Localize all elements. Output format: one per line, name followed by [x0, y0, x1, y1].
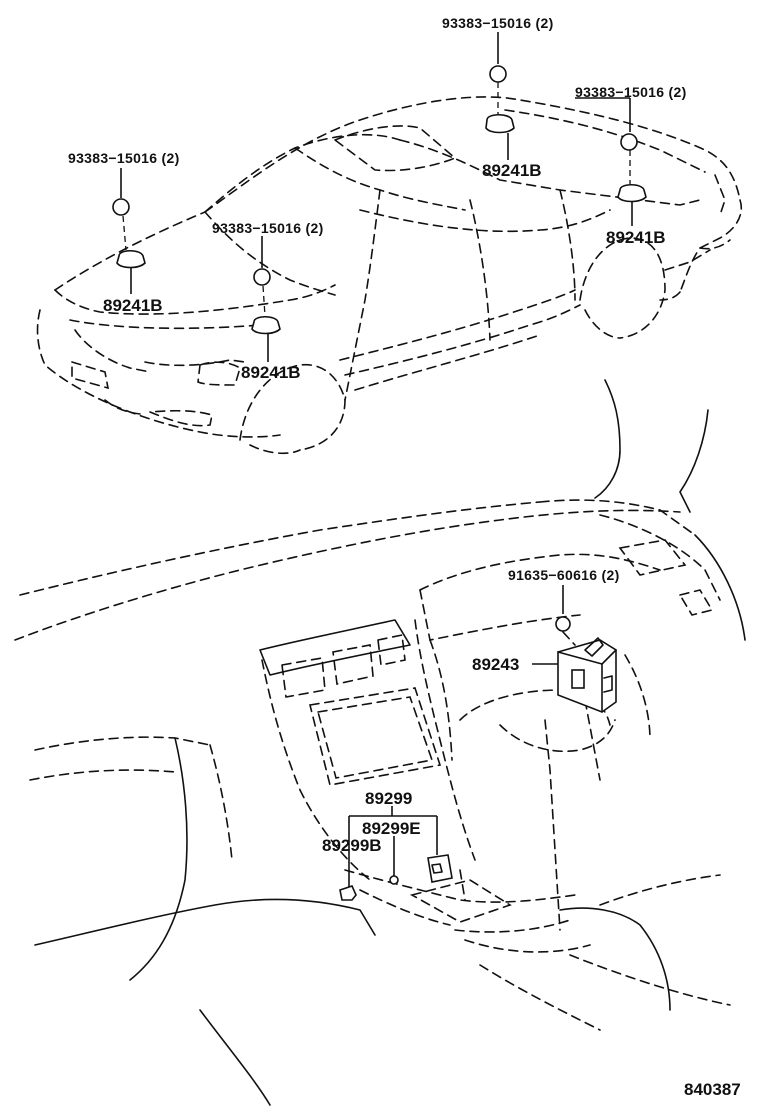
part-label-switch-b: 89299B [322, 836, 382, 855]
fastener-label-roof-right: 93383−15016 (2) [575, 84, 687, 100]
control-unit-icon [557, 637, 617, 713]
part-label-switch-e: 89299E [362, 819, 421, 838]
fastener-label-roof-center: 93383−15016 (2) [442, 15, 554, 31]
bolt-icon [620, 133, 638, 151]
sensor-icon [617, 183, 647, 203]
roof-center-assembly [497, 32, 509, 160]
fastener-label-console-bolt: 91635−60616 (2) [508, 567, 620, 583]
figure-number: 840387 [684, 1080, 741, 1099]
part-label-roof-right: 89241B [606, 228, 666, 247]
bolt-icon [489, 65, 507, 83]
part-label-switch-group: 89299 [365, 789, 413, 808]
hood-left-assembly [120, 168, 132, 294]
part-label-hood-left: 89241B [103, 296, 163, 315]
bolt-icon [253, 268, 271, 286]
switch-group-assembly [348, 806, 438, 888]
bolt-icon [112, 198, 130, 216]
switch-icon [427, 854, 453, 883]
sensor-icon [116, 249, 146, 269]
fastener-label-hood-center: 93383−15016 (2) [212, 220, 324, 236]
switch-icon [389, 875, 399, 885]
hood-center-assembly [261, 236, 269, 362]
bolt-icon [555, 616, 571, 632]
part-label-hood-center: 89241B [241, 363, 301, 382]
control-unit-assembly [532, 585, 576, 665]
dashboard-outline [14, 379, 746, 1106]
roof-right-assembly [575, 97, 633, 226]
sensor-icon [251, 315, 281, 335]
fastener-label-hood-left: 93383−15016 (2) [68, 150, 180, 166]
part-label-roof-center: 89241B [482, 161, 542, 180]
part-label-control-unit: 89243 [472, 655, 520, 674]
sensor-icon [485, 113, 515, 134]
switch-icon [339, 885, 357, 901]
